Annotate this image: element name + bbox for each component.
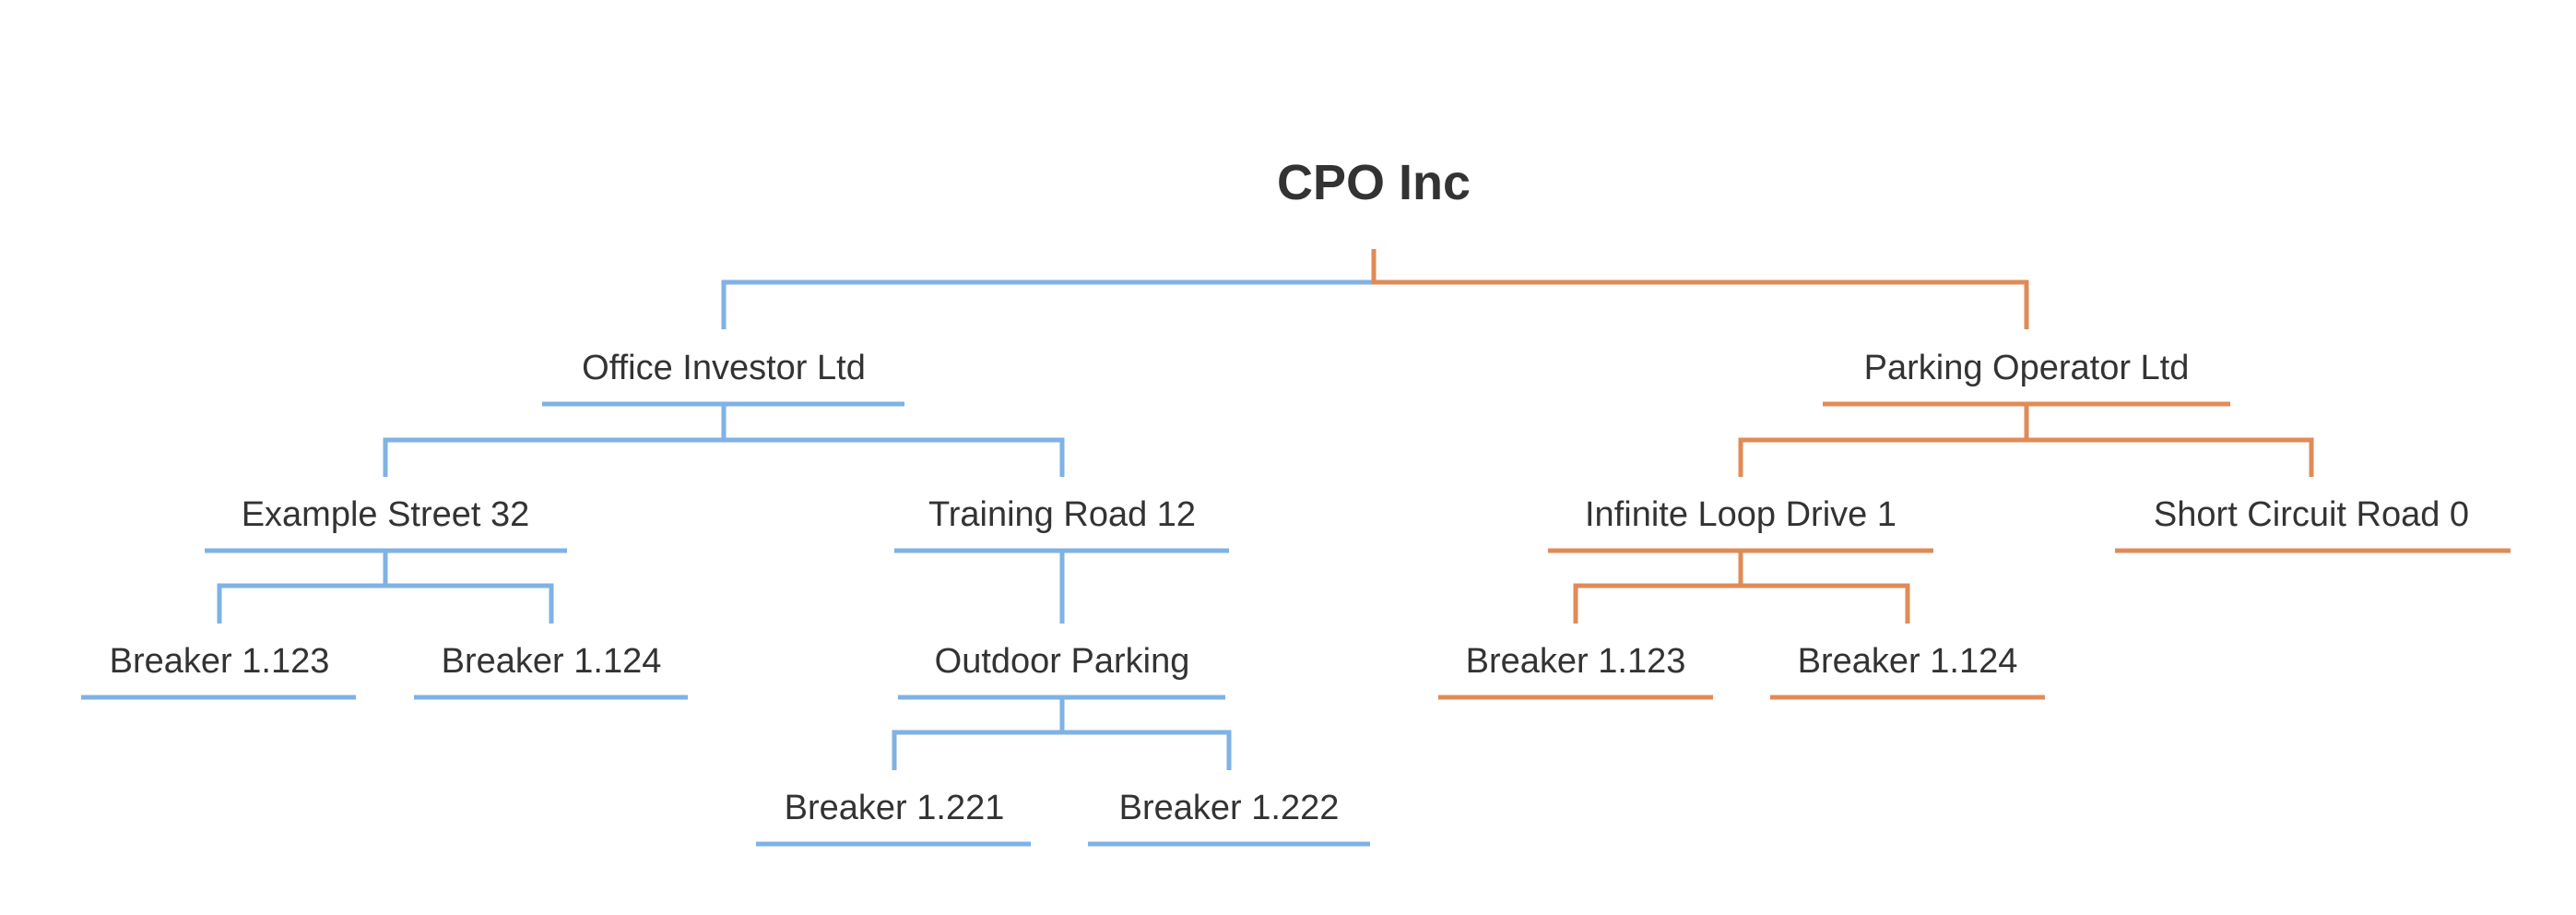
edge-root-to-office-investor: [721, 279, 1374, 329]
edge-root-to-parking-operator: [1371, 249, 2029, 329]
node-breaker-1-123-parking: Breaker 1.123: [1466, 642, 1686, 681]
node-office-investor-ltd: Office Investor Ltd: [582, 349, 866, 387]
node-training-road-12: Training Road 12: [928, 495, 1196, 534]
node-short-circuit-road-0: Short Circuit Road 0: [2154, 495, 2469, 534]
edge-outdoor-parking-bus: [892, 697, 1232, 770]
edge-parking-operator-bus: [1738, 404, 2314, 477]
node-breaker-1-124-office: Breaker 1.124: [442, 642, 662, 681]
node-labels: CPO Inc Office Investor Ltd Parking Oper…: [110, 155, 2469, 827]
edge-infinite-loop-bus: [1573, 551, 1910, 624]
node-underlines: [81, 401, 2511, 847]
node-breaker-1-221: Breaker 1.221: [785, 789, 1005, 827]
node-parking-operator-ltd: Parking Operator Ltd: [1864, 349, 2190, 387]
node-cpo-inc: CPO Inc: [1277, 155, 1471, 210]
node-infinite-loop-drive-1: Infinite Loop Drive 1: [1585, 495, 1897, 534]
node-outdoor-parking: Outdoor Parking: [935, 642, 1190, 681]
node-breaker-1-123-office: Breaker 1.123: [110, 642, 330, 681]
node-breaker-1-222: Breaker 1.222: [1119, 789, 1340, 827]
node-example-street-32: Example Street 32: [242, 495, 530, 534]
edge-example-street-bus: [217, 551, 554, 624]
edge-office-investor-bus: [383, 404, 1065, 477]
connectors: [217, 249, 2314, 770]
node-breaker-1-124-parking: Breaker 1.124: [1798, 642, 2018, 681]
